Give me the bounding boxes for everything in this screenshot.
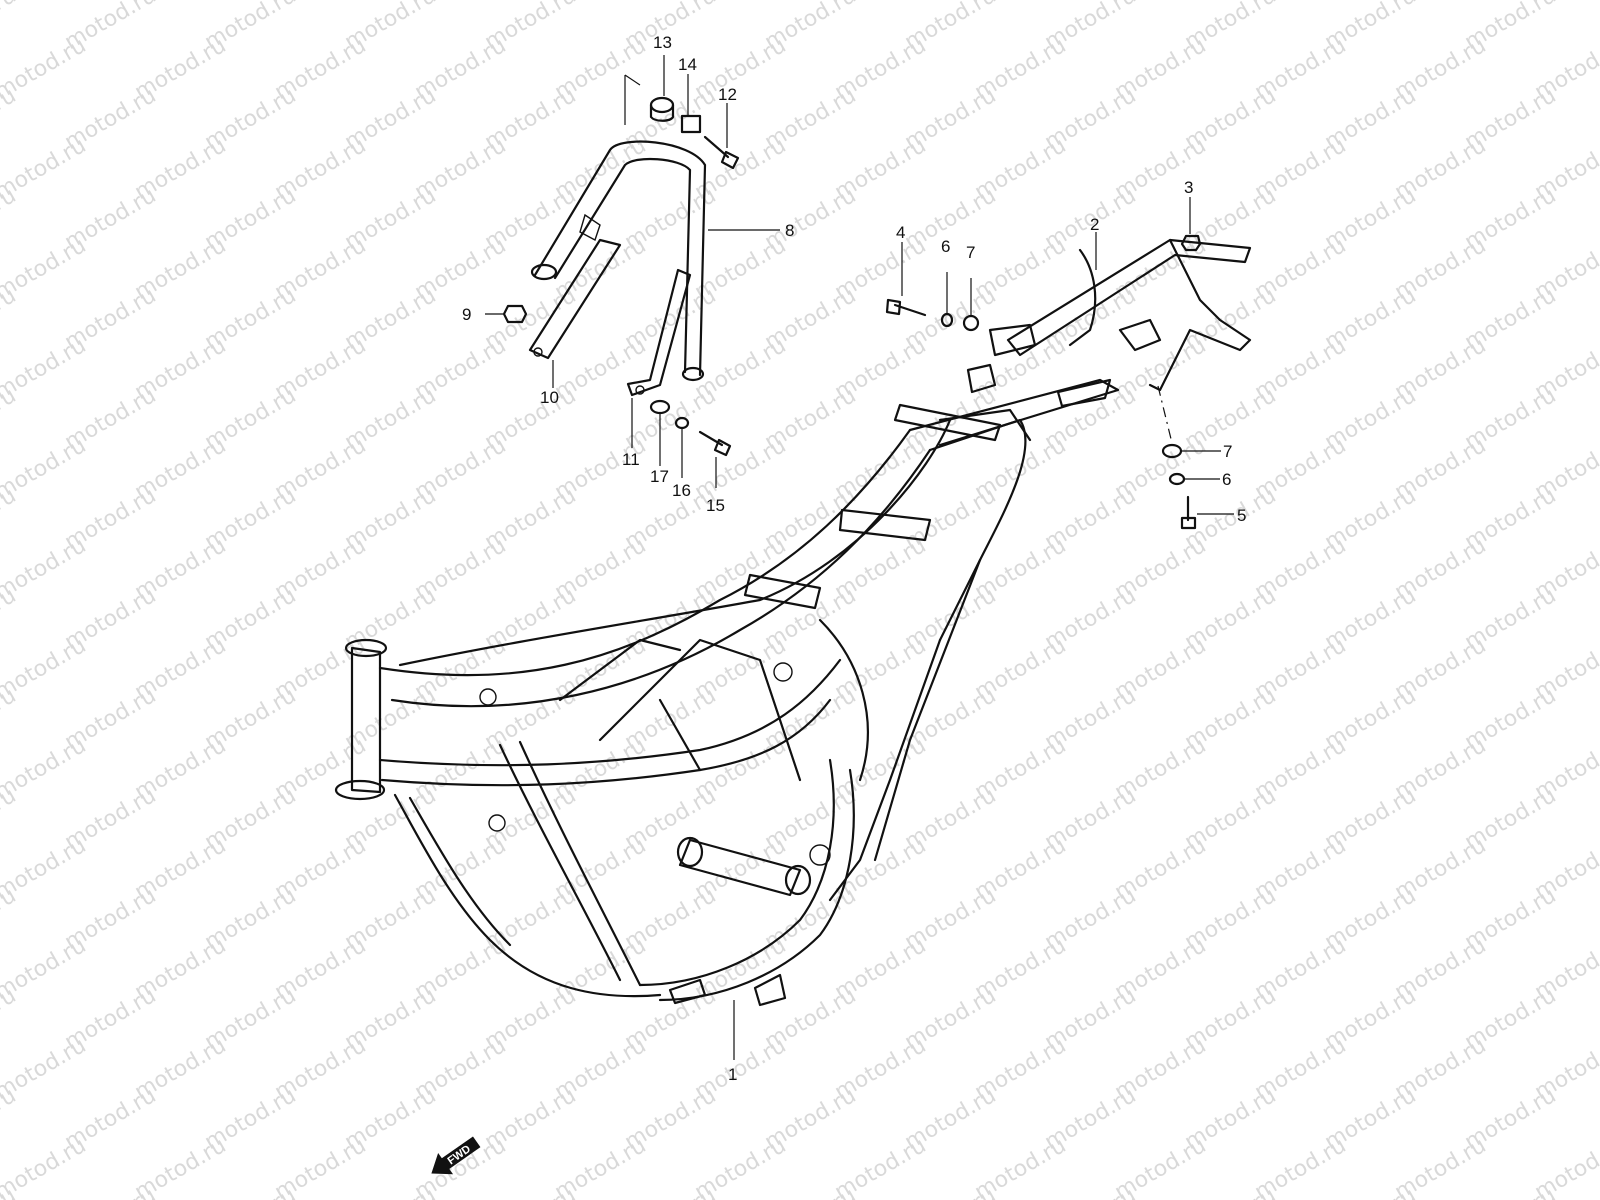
callout-3: 3 (1184, 178, 1193, 197)
callout-7-right: 7 (1223, 442, 1232, 461)
spacer-14 (680, 114, 702, 134)
callout-12: 12 (718, 85, 737, 104)
callout-11: 11 (622, 450, 640, 469)
washer-7-top (962, 314, 980, 332)
nut-3 (1180, 234, 1202, 252)
callout-4: 4 (896, 223, 905, 242)
watermark-text: motod.ru (481, 1183, 581, 1200)
grab-rail-bracket-right (626, 268, 692, 397)
cap-13 (649, 96, 675, 122)
grab-rail (530, 140, 707, 382)
callout-2: 2 (1090, 215, 1099, 234)
watermark-text: motod.ru (901, 1183, 1001, 1200)
rear-seat-rail (988, 238, 1252, 392)
callout-1: 1 (728, 1065, 737, 1084)
washer-6-top (940, 312, 954, 328)
watermark-text: motod.ru (0, 0, 20, 55)
callout-6-top: 6 (941, 237, 950, 256)
callout-15: 15 (706, 496, 725, 515)
bolt-4 (885, 298, 927, 317)
callout-9: 9 (462, 305, 471, 324)
grab-rail-bracket-left (528, 213, 622, 360)
watermark-text: motod.ru (1041, 1183, 1141, 1200)
callout-8: 8 (785, 221, 794, 240)
watermark-text: motod.ru (341, 1183, 441, 1200)
watermark-text: motod.ru (1321, 1183, 1421, 1200)
washer-17 (649, 399, 671, 415)
watermark-text: motod.ru (621, 1183, 721, 1200)
bolt-12 (703, 135, 740, 170)
watermark-text: motod.ru (1181, 1183, 1281, 1200)
callout-6-right: 6 (1222, 470, 1231, 489)
callout-7-top: 7 (966, 243, 975, 262)
callout-14: 14 (678, 55, 697, 74)
callout-17: 17 (650, 467, 669, 486)
leader-lines (485, 55, 1234, 1060)
main-frame (334, 363, 1120, 1007)
washer-6-right (1168, 472, 1186, 486)
watermark-text: motod.ru (0, 1133, 90, 1200)
watermark-text: motod.ru (61, 1183, 161, 1200)
watermark-text: motod.ru (1461, 1183, 1561, 1200)
watermark-text: motod.ru (761, 1183, 861, 1200)
callout-5: 5 (1237, 506, 1246, 525)
callout-13: 13 (653, 33, 672, 52)
callout-16: 16 (672, 481, 691, 500)
callout-10: 10 (540, 388, 559, 407)
callout-labels: 1 2 3 4 5 6 6 7 7 8 9 10 11 12 13 14 15 … (462, 33, 1246, 1084)
nut-9 (502, 304, 528, 324)
watermark-text: motod.ru (201, 1183, 301, 1200)
bolt-5 (1180, 495, 1197, 530)
bolt-15 (698, 430, 732, 457)
